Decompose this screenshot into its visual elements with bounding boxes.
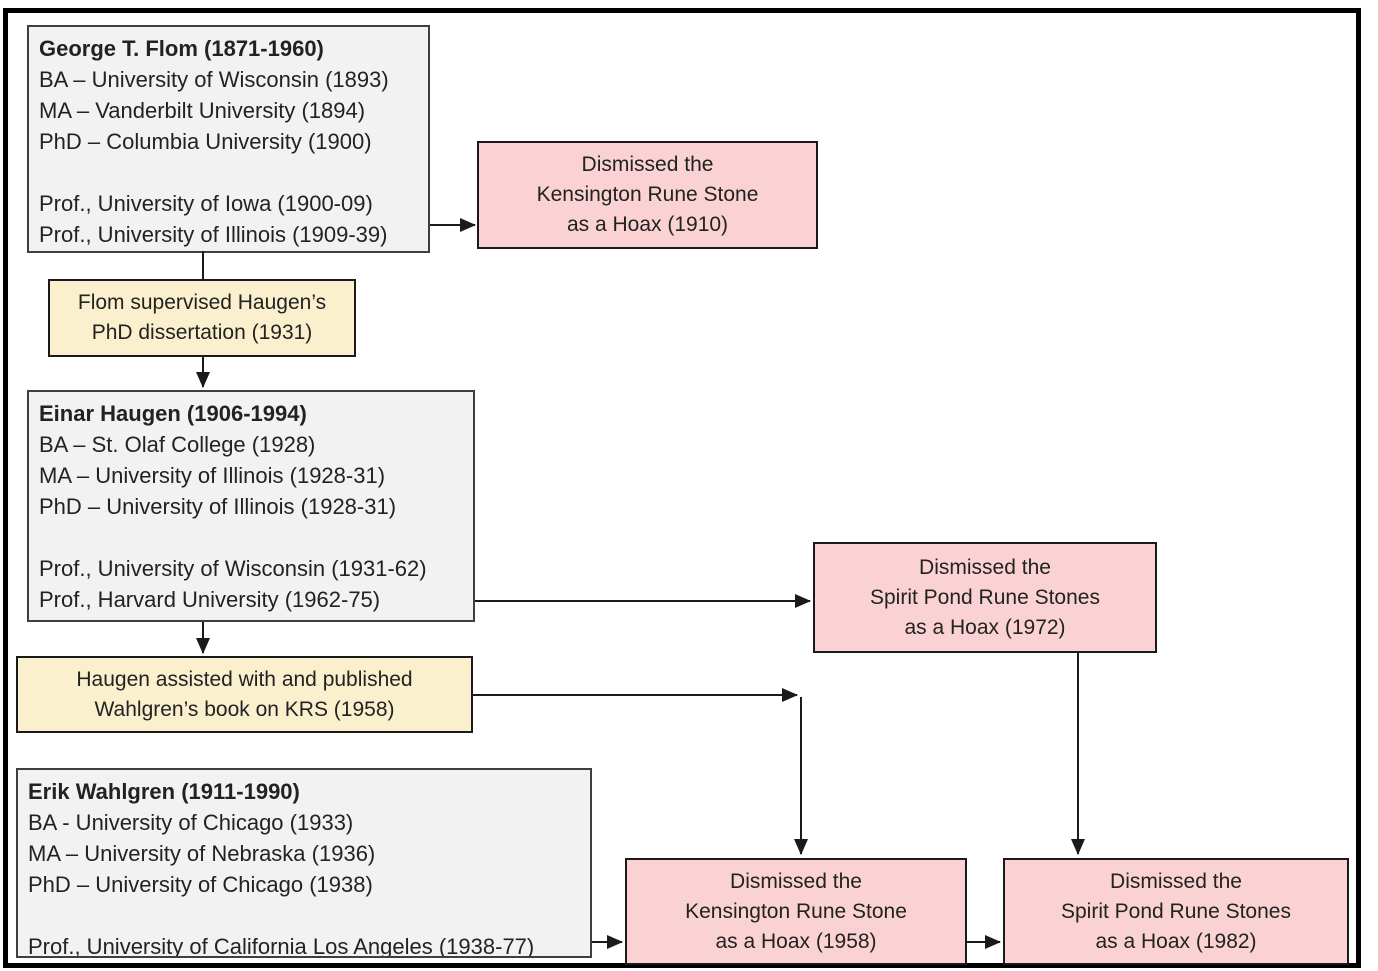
person-detail-line: BA – St. Olaf College (1928) xyxy=(39,432,316,457)
person-detail-line: MA – University of Nebraska (1936) xyxy=(28,841,376,866)
event-text-line: Dismissed the xyxy=(919,555,1051,579)
event-text-line: Dismissed the xyxy=(730,869,862,893)
event-text-line: as a Hoax (1958) xyxy=(715,929,877,953)
link-text-line: Haugen assisted with and published xyxy=(76,667,413,691)
person-box-flom: George T. Flom (1871-1960) BA – Universi… xyxy=(27,25,430,253)
event-text-line: as a Hoax (1982) xyxy=(1095,929,1257,953)
event-text-line: as a Hoax (1910) xyxy=(566,213,729,236)
person-detail-line xyxy=(39,157,418,188)
event-text-line: Spirit Pond Rune Stones xyxy=(870,585,1100,609)
person-detail-line: PhD – Columbia University (1900) xyxy=(39,129,372,154)
link-box-haugen-assisted-wahlgren: Haugen assisted with and published Wahlg… xyxy=(16,656,473,733)
event-text-line: as a Hoax (1972) xyxy=(904,615,1066,639)
person-detail-line: BA - University of Chicago (1933) xyxy=(28,810,354,835)
person-name: George T. Flom (1871-1960) xyxy=(39,36,324,61)
person-detail-line: MA – University of Illinois (1928-31) xyxy=(39,463,386,488)
event-box-spirit-pond-hoax-1982: Dismissed the Spirit Pond Rune Stones as… xyxy=(1003,858,1349,965)
event-text-line: Dismissed the xyxy=(581,153,714,176)
link-text-line: Flom supervised Haugen’s xyxy=(77,291,327,314)
event-box-krs-hoax-1958: Dismissed the Kensington Rune Stone as a… xyxy=(625,858,967,965)
person-box-haugen: Einar Haugen (1906-1994) BA – St. Olaf C… xyxy=(27,390,475,622)
person-detail-line xyxy=(28,900,580,931)
person-detail-line: Prof., Harvard University (1962-75) xyxy=(39,587,381,612)
event-box-spirit-pond-hoax-1972: Dismissed the Spirit Pond Rune Stones as… xyxy=(813,542,1157,653)
link-text-line: Wahlgren’s book on KRS (1958) xyxy=(94,697,395,721)
event-text-line: Kensington Rune Stone xyxy=(536,183,759,206)
link-text-line: PhD dissertation (1931) xyxy=(91,321,313,344)
person-detail-line: BA – University of Wisconsin (1893) xyxy=(39,67,389,92)
event-box-krs-hoax-1910: Dismissed the Kensington Rune Stone as a… xyxy=(477,141,818,249)
person-detail-line: Prof., University of California Los Ange… xyxy=(28,934,535,958)
event-text-line: Dismissed the xyxy=(1110,869,1242,893)
person-detail-line: Prof., University of Wisconsin (1931-62) xyxy=(39,556,427,581)
person-detail-line: PhD – University of Illinois (1928-31) xyxy=(39,494,397,519)
link-box-flom-supervised-haugen: Flom supervised Haugen’s PhD dissertatio… xyxy=(48,279,356,357)
person-detail-line: MA – Vanderbilt University (1894) xyxy=(39,98,366,123)
event-text-line: Kensington Rune Stone xyxy=(685,899,907,923)
person-name: Erik Wahlgren (1911-1990) xyxy=(28,779,300,804)
person-detail-line xyxy=(39,522,463,553)
person-box-wahlgren: Erik Wahlgren (1911-1990) BA - Universit… xyxy=(16,768,592,958)
person-detail-line: Prof., University of Iowa (1900-09) xyxy=(39,191,373,216)
person-name: Einar Haugen (1906-1994) xyxy=(39,401,307,426)
person-detail-line: PhD – University of Chicago (1938) xyxy=(28,872,373,897)
person-detail-line: Prof., University of Illinois (1909-39) xyxy=(39,222,388,247)
event-text-line: Spirit Pond Rune Stones xyxy=(1061,899,1291,923)
